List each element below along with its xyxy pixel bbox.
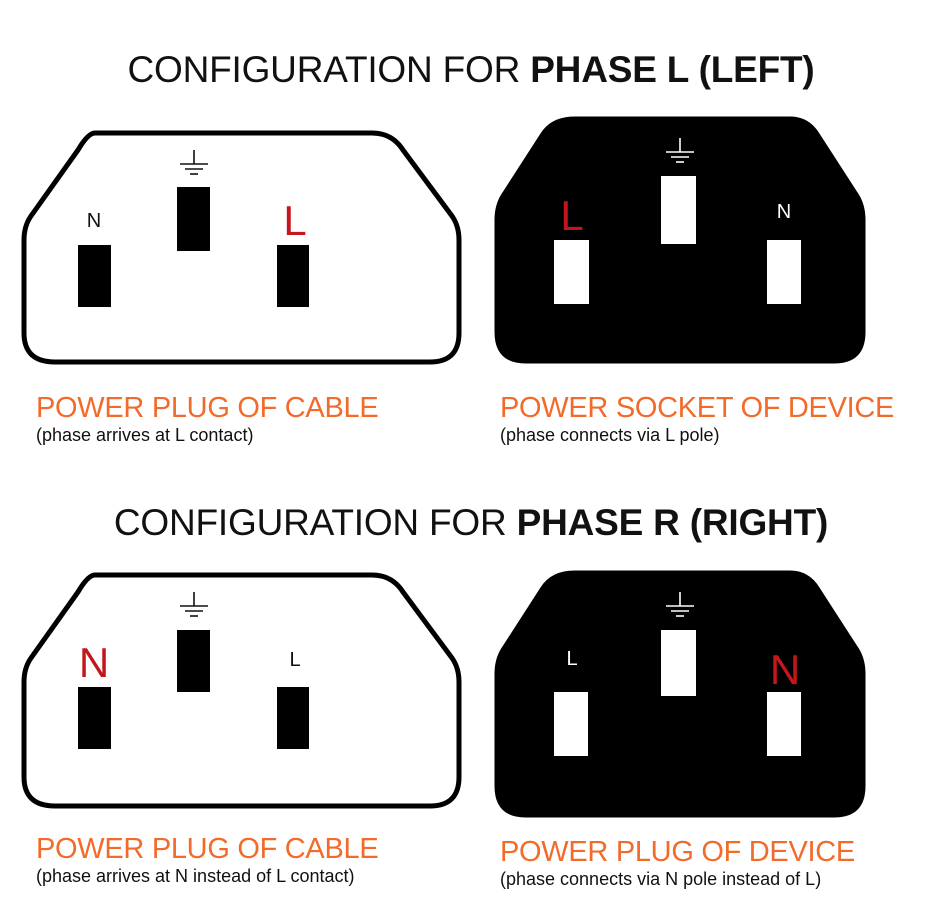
section-1-heading-prefix: CONFIGURATION FOR	[127, 49, 531, 90]
s2-plug-ground-pin	[177, 630, 210, 692]
s1-plug-left-pin	[78, 245, 111, 307]
s1-plug-caption-title: POWER PLUG OF CABLE	[36, 392, 379, 424]
s2-device-right-label: N	[770, 646, 800, 693]
s2-device-ground-icon	[666, 592, 694, 617]
s1-device-left-label: L	[560, 192, 583, 239]
s2-plug-ground-icon	[180, 592, 208, 617]
s1-plug-right-pin	[277, 245, 309, 307]
section-1-heading-bold: PHASE L (LEFT)	[530, 49, 815, 90]
s1-device-caption: POWER SOCKET OF DEVICE (phase connects v…	[500, 392, 894, 446]
s1-device-caption-title: POWER SOCKET OF DEVICE	[500, 392, 895, 424]
s1-device-right-pin	[767, 240, 801, 304]
s1-device-connector: L N	[494, 116, 866, 364]
s1-plug-ground-pin	[177, 187, 210, 251]
s2-plug-body	[21, 572, 462, 809]
s2-plug-right-label: L	[289, 649, 300, 671]
s1-device-ground-icon	[666, 138, 694, 163]
s1-plug-right-label: L	[283, 197, 306, 244]
s2-device-connector: L N	[494, 570, 866, 818]
s1-plug-left-label: N	[87, 210, 101, 232]
s1-plug-caption-sub: (phase arrives at L contact)	[36, 425, 254, 445]
s1-device-ground-pin	[661, 176, 696, 244]
s2-device-left-label: L	[566, 648, 577, 670]
s1-plug-ground-icon	[180, 150, 208, 175]
s1-plug-connector: N L	[21, 130, 462, 365]
section-2-heading: CONFIGURATION FOR PHASE R (RIGHT)	[0, 501, 942, 545]
s1-plug-caption: POWER PLUG OF CABLE (phase arrives at L …	[36, 392, 379, 446]
s1-plug-body	[21, 130, 462, 365]
s2-plug-connector: N L	[21, 572, 462, 809]
s2-plug-caption: POWER PLUG OF CABLE (phase arrives at N …	[36, 833, 379, 887]
section-1-heading: CONFIGURATION FOR PHASE L (LEFT)	[0, 48, 942, 92]
s2-device-caption-title: POWER PLUG OF DEVICE	[500, 836, 855, 868]
s2-device-left-pin	[554, 692, 588, 756]
s2-device-ground-pin	[661, 630, 696, 696]
s2-plug-right-pin	[277, 687, 309, 749]
s2-plug-caption-title: POWER PLUG OF CABLE	[36, 833, 379, 865]
s2-device-caption: POWER PLUG OF DEVICE (phase connects via…	[500, 836, 855, 890]
s2-plug-left-label: N	[79, 639, 109, 686]
s2-device-right-pin	[767, 692, 801, 756]
section-2-heading-bold: PHASE R (RIGHT)	[516, 502, 829, 543]
s2-plug-left-pin	[78, 687, 111, 749]
section-2-heading-prefix: CONFIGURATION FOR	[113, 502, 517, 543]
s2-plug-caption-sub: (phase arrives at N instead of L contact…	[36, 866, 355, 886]
s1-device-left-pin	[554, 240, 589, 304]
s1-device-caption-sub: (phase connects via L pole)	[500, 425, 720, 445]
s1-device-right-label: N	[777, 201, 791, 223]
s2-device-caption-sub: (phase connects via N pole instead of L)	[500, 869, 822, 889]
